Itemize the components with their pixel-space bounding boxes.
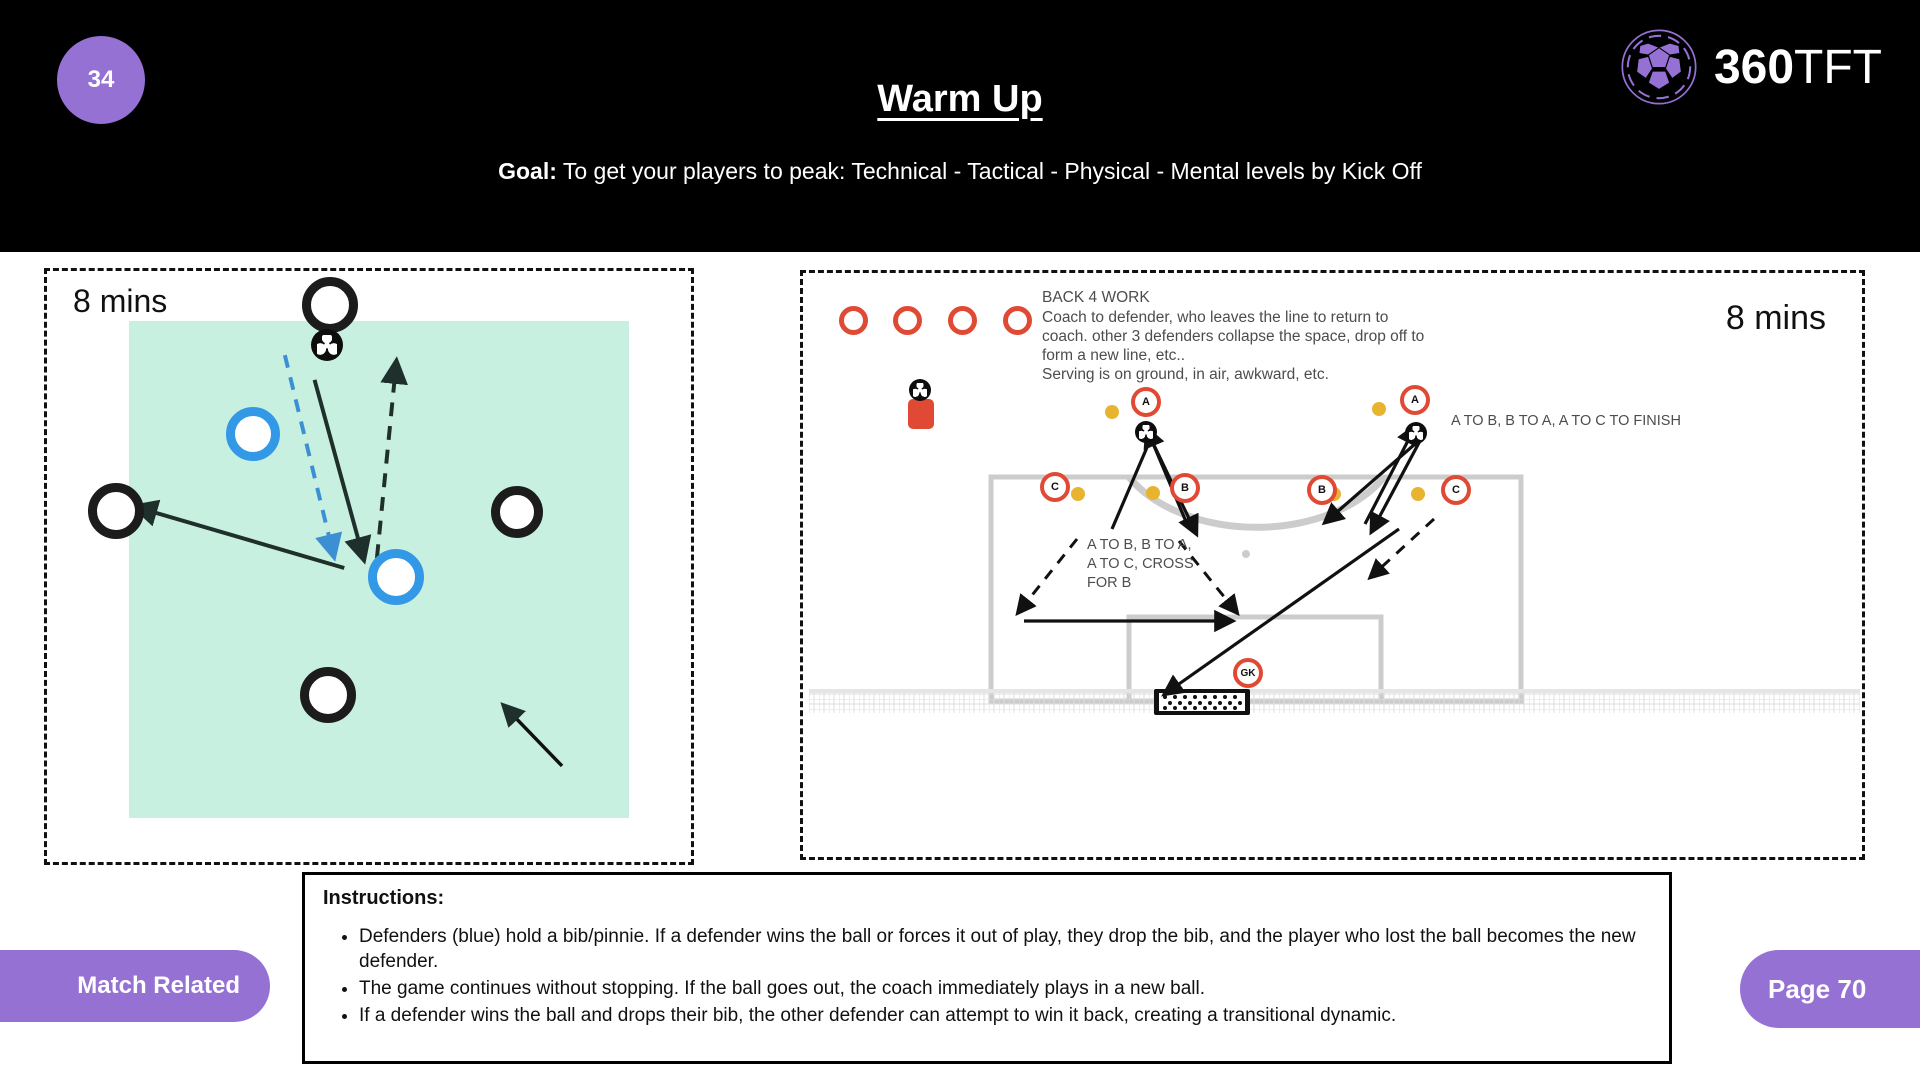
player-label: B [1318, 484, 1326, 496]
player-marker-c-right: C [1441, 475, 1471, 505]
instructions-heading: Instructions: [323, 887, 445, 909]
category-badge: Match Related [0, 950, 270, 1022]
page-badge-label: Page 70 [1768, 973, 1867, 1004]
goal-text: To get your players to peak: Technical -… [556, 158, 1422, 184]
list-item: If a defender wins the ball and drops th… [359, 1003, 1651, 1028]
soccer-ball-icon [909, 379, 931, 401]
soccer-ball-icon [1405, 422, 1427, 444]
player-marker-black [88, 483, 144, 539]
player-marker-gk: GK [1233, 658, 1263, 688]
cone-marker [1003, 306, 1032, 335]
right-diagram-description: Coach to defender, who leaves the line t… [1042, 309, 1425, 383]
ball-dot [1071, 487, 1085, 501]
right-note-label: A TO B, B TO A, A TO C TO FINISH [1451, 413, 1681, 429]
left-note-label: A TO B, B TO A, A TO C, CROSS FOR B [1087, 537, 1194, 591]
player-marker-black [302, 277, 358, 333]
brand-360: 360 [1713, 40, 1795, 94]
instructions-box: Instructions: Defenders (blue) hold a bi… [302, 872, 1672, 1064]
player-marker-blue [226, 407, 280, 461]
right-drill-panel: 8 mins [800, 270, 1865, 860]
ball-dot [1411, 487, 1425, 501]
soccer-ball-logo-icon [1621, 29, 1697, 105]
category-badge-label: Match Related [77, 972, 240, 999]
page-title: Warm Up [877, 78, 1043, 120]
slide-header: 34 Warm Up Goal: To get your players to … [0, 0, 1920, 252]
brand-tft: TFT [1794, 40, 1882, 94]
ball-dot [1372, 402, 1386, 416]
cone-marker [893, 306, 922, 335]
player-label: C [1051, 481, 1059, 493]
player-marker-a-right: A [1400, 385, 1430, 415]
right-duration-label: 8 mins [1725, 299, 1826, 337]
ball-dot [1105, 405, 1119, 419]
left-drill-panel: 8 mins [44, 268, 694, 865]
player-marker-b-left: B [1170, 473, 1200, 503]
goal-label: Goal: [498, 158, 557, 184]
player-marker-black [491, 486, 543, 538]
coach-marker [908, 399, 934, 429]
brand-wordmark: 360TFT [1714, 40, 1882, 95]
right-diagram: 8 mins [809, 279, 1860, 855]
player-marker-a-left: A [1131, 387, 1161, 417]
cone-marker [839, 306, 868, 335]
soccer-ball-icon [311, 329, 343, 361]
instructions-list: Defenders (blue) hold a bib/pinnie. If a… [359, 924, 1651, 1028]
soccer-ball-icon [1135, 421, 1157, 443]
slide-number-badge: 34 [57, 36, 145, 124]
player-label: A [1411, 394, 1419, 406]
slide-number-text: 34 [87, 66, 115, 93]
player-label: GK [1240, 667, 1256, 679]
player-marker-blue [368, 549, 424, 605]
left-duration-label: 8 mins [73, 283, 168, 319]
ball-dot [1146, 486, 1160, 500]
list-item: The game continues without stopping. If … [359, 976, 1651, 1001]
brand-logo: 360TFT [1620, 28, 1882, 106]
player-label: A [1142, 396, 1150, 408]
page-badge: Page 70 [1740, 950, 1920, 1028]
player-label: C [1452, 484, 1460, 496]
cone-marker [948, 306, 977, 335]
player-marker-b-right: B [1307, 475, 1337, 505]
goal-line: Goal: To get your players to peak: Techn… [0, 158, 1920, 185]
list-item: Defenders (blue) hold a bib/pinnie. If a… [359, 924, 1651, 974]
player-marker-black [300, 667, 356, 723]
player-marker-c-left: C [1040, 472, 1070, 502]
right-diagram-title: BACK 4 WORK [1042, 289, 1150, 306]
player-label: B [1181, 482, 1189, 494]
